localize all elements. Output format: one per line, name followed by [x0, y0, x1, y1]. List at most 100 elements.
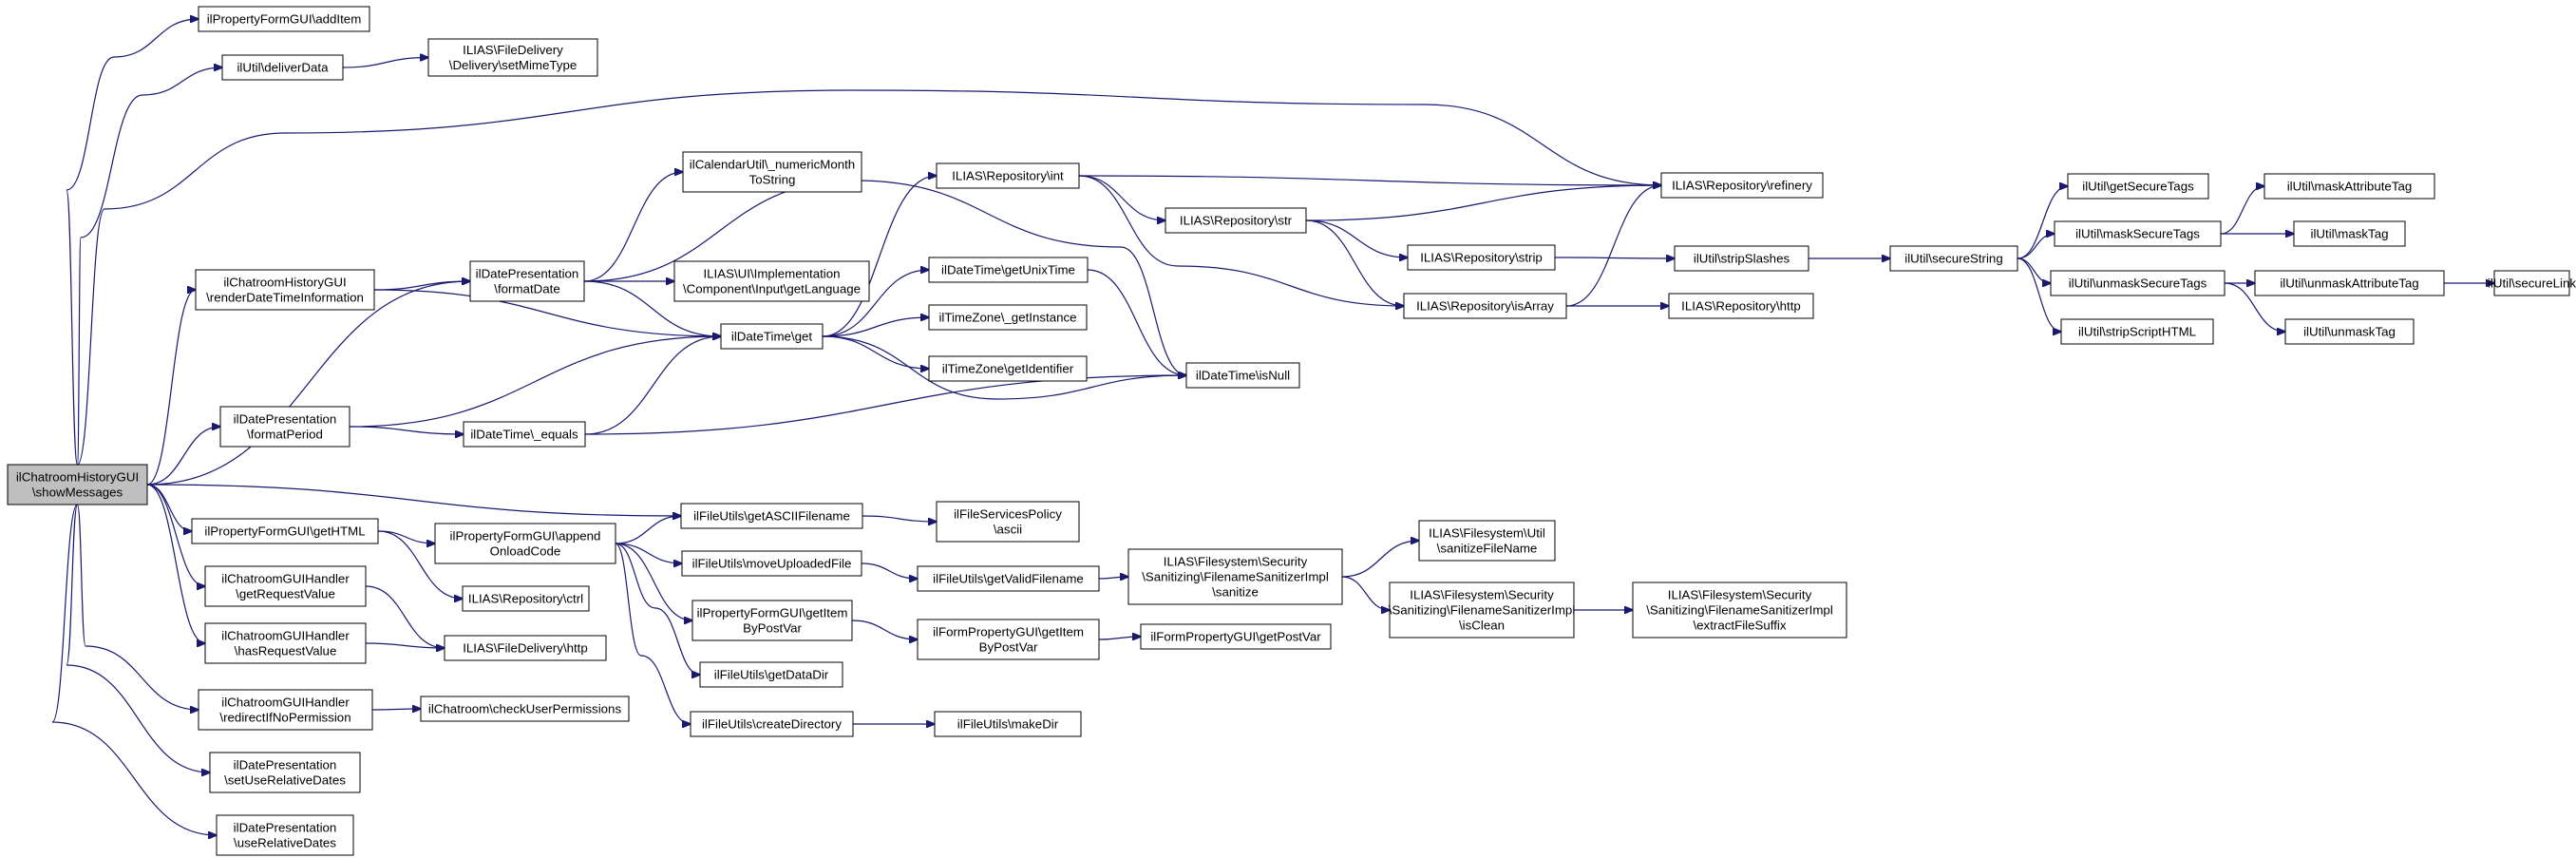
node-label: ilDatePresentation [234, 821, 337, 835]
node-repoHttp[interactable]: ILIAS\Repository\http [1668, 293, 1814, 319]
node-label: ilUtil\stripSlashes [1694, 252, 1790, 266]
node-getHTML[interactable]: ilPropertyFormGUI\getHTML [191, 518, 379, 544]
node-label: ilUtil\unmaskTag [2303, 325, 2396, 339]
node-label: OnloadCode [490, 544, 561, 559]
node-box [1403, 293, 1567, 319]
node-getPostVar[interactable]: ilFormPropertyGUI\getPostVar [1140, 623, 1332, 650]
node-label: \ascii [994, 523, 1022, 537]
node-repoStrip[interactable]: ILIAS\Repository\strip [1407, 244, 1556, 271]
node-getSecureTags[interactable]: ilUtil\getSecureTags [2067, 173, 2209, 200]
node-isNull[interactable]: ilDateTime\isNull [1185, 362, 1300, 389]
node-secureString[interactable]: ilUtil\secureString [1889, 245, 2018, 272]
node-makeDir[interactable]: ilFileUtils\makeDir [934, 711, 1082, 737]
node-label: ilTimeZone\getIdentifier [942, 362, 1074, 376]
node-box [209, 752, 361, 793]
node-useRelativeDates[interactable]: ilDatePresentation\useRelativeDates [216, 814, 354, 856]
edge-maskSecureTags-to-maskAttributeTag [2220, 186, 2264, 235]
node-label: ilChatroomGUIHandler [221, 629, 350, 643]
node-redirectIfNoPermission[interactable]: ilChatroomGUIHandler\redirectIfNoPermiss… [198, 689, 373, 731]
node-extractFileSuffix[interactable]: ILIAS\Filesystem\Security\Sanitizing\Fil… [1632, 582, 1847, 639]
node-getUnixTime[interactable]: ilDateTime\getUnixTime [928, 257, 1089, 283]
node-box [462, 585, 590, 612]
node-getASCIIFilename[interactable]: ilFileUtils\getASCIIFilename [680, 503, 863, 529]
edge-sanitize-to-sanitizeFileName [1341, 541, 1419, 578]
edge-repoStr-to-refinery [1305, 185, 1661, 221]
node-label: ilPropertyFormGUI\getItem [697, 606, 848, 620]
node-box [2060, 318, 2214, 345]
node-box [204, 565, 367, 607]
node-secureLink[interactable]: ilUtil\secureLink [2488, 270, 2576, 296]
node-stripScriptHTML[interactable]: ilUtil\stripScriptHTML [2060, 318, 2214, 345]
node-sanitizeFileName[interactable]: ILIAS\Filesystem\Util\sanitizeFileName [1418, 520, 1556, 562]
node-label: ilTimeZone\_getInstance [938, 311, 1076, 325]
node-addItem[interactable]: ilPropertyFormGUI\addItem [198, 6, 370, 32]
node-formatPeriod[interactable]: ilDatePresentation\formatPeriod [219, 406, 350, 448]
node-label: \renderDateTimeInformation [206, 291, 364, 305]
node-getValidFilename[interactable]: ilFileUtils\getValidFilename [917, 565, 1100, 592]
node-formatDate[interactable]: ilDatePresentation\formatDate [469, 260, 585, 302]
edge-showMessages-to-getRequestValue [146, 484, 205, 586]
node-showMessages[interactable]: ilChatroomHistoryGUI\showMessages [7, 464, 148, 505]
node-box [1165, 207, 1307, 234]
node-unmaskAttributeTag[interactable]: ilUtil\unmaskAttributeTag [2254, 270, 2445, 296]
node-createDirectory[interactable]: ilFileUtils\createDirectory [690, 711, 854, 737]
node-label: ILIAS\Repository\str [1180, 214, 1293, 228]
node-box [680, 503, 863, 529]
node-setMimeType[interactable]: ILIAS\FileDelivery\Delivery\setMimeType [427, 38, 598, 77]
node-getLanguage[interactable]: ILIAS\UI\Implementation\Component\Input\… [673, 260, 870, 302]
node-hasRequestValue[interactable]: ilChatroomGUIHandler\hasRequestValue [204, 622, 367, 664]
node-maskTag[interactable]: ilUtil\maskTag [2293, 220, 2406, 247]
node-sanitize[interactable]: ILIAS\Filesystem\Security\Sanitizing\Fil… [1127, 548, 1343, 605]
node-moveUploadedFile[interactable]: ilFileUtils\moveUploadedFile [681, 550, 862, 577]
node-repoCtrl[interactable]: ILIAS\Repository\ctrl [462, 585, 590, 612]
node-deliverData[interactable]: ilUtil\deliverData [221, 54, 344, 81]
node-maskSecureTags[interactable]: ilUtil\maskSecureTags [2054, 220, 2222, 247]
edge-repoIsArray-to-refinery [1565, 185, 1661, 307]
node-box [2050, 270, 2226, 296]
node-dtGet[interactable]: ilDateTime\get [720, 323, 824, 350]
node-box [221, 54, 344, 81]
node-fileDeliveryHttp[interactable]: ILIAS\FileDelivery\http [444, 635, 607, 661]
node-getIdentifier[interactable]: ilTimeZone\getIdentifier [928, 355, 1088, 382]
node-label: \isClean [1459, 619, 1505, 633]
node-checkUserPermissions[interactable]: ilChatroom\checkUserPermissions [420, 696, 630, 722]
node-label: ILIAS\UI\Implementation [703, 267, 840, 281]
node-refinery[interactable]: ILIAS\Repository\refinery [1660, 172, 1824, 199]
node-unmaskTag[interactable]: ilUtil\unmaskTag [2284, 318, 2415, 345]
node-label: \sanitizeFileName [1437, 542, 1538, 556]
node-repoIsArray[interactable]: ILIAS\Repository\isArray [1403, 293, 1567, 319]
node-label: ilChatroom\checkUserPermissions [428, 702, 622, 716]
node-getInstance[interactable]: ilTimeZone\_getInstance [928, 304, 1088, 331]
edge-repoStr-to-repoIsArray [1305, 219, 1404, 306]
node-repoStr[interactable]: ILIAS\Repository\str [1165, 207, 1307, 234]
node-isClean[interactable]: ILIAS\Filesystem\Security\Sanitizing\Fil… [1389, 582, 1576, 639]
edge-sanitize-to-isClean [1341, 576, 1390, 610]
node-label: ilPropertyFormGUI\append [450, 529, 601, 543]
node-stripSlashes[interactable]: ilUtil\stripSlashes [1674, 245, 1809, 272]
node-label: \hasRequestValue [235, 644, 337, 658]
node-box [195, 269, 375, 311]
edge-showMessages-to-redirectIfNoPermission [76, 504, 199, 710]
node-box [420, 696, 630, 722]
node-box [1127, 548, 1343, 605]
node-getRequestValue[interactable]: ilChatroomGUIHandler\getRequestValue [204, 565, 367, 607]
node-unmaskSecureTags[interactable]: ilUtil\unmaskSecureTags [2050, 270, 2226, 296]
node-setUseRelativeDates[interactable]: ilDatePresentation\setUseRelativeDates [209, 752, 361, 793]
node-label: ilUtil\maskTag [2310, 227, 2388, 241]
node-repoInt[interactable]: ILIAS\Repository\int [936, 162, 1080, 189]
node-renderDateTime[interactable]: ilChatroomHistoryGUI\renderDateTimeInfor… [195, 269, 375, 311]
node-label: ilUtil\secureString [1904, 252, 2002, 266]
node-getDataDir[interactable]: ilFileUtils\getDataDir [699, 661, 843, 688]
edge-showMessages-to-getHTML [146, 484, 192, 531]
node-label: ByPostVar [743, 621, 802, 636]
node-box [673, 260, 870, 302]
node-box [434, 523, 616, 564]
node-equals[interactable]: ilDateTime\_equals [463, 421, 586, 448]
node-asciiPolicy[interactable]: ilFileServicesPolicy\ascii [936, 501, 1080, 543]
node-label: ilUtil\maskAttributeTag [2287, 180, 2413, 194]
node-maskAttributeTag[interactable]: ilUtil\maskAttributeTag [2263, 173, 2435, 200]
